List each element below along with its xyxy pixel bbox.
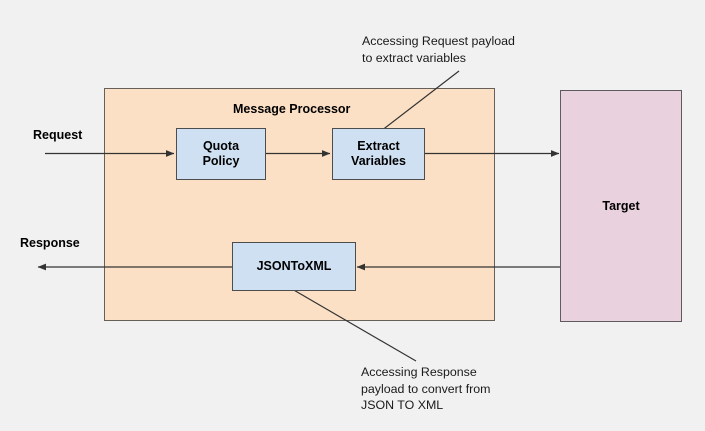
node-target-label: Target xyxy=(602,198,640,213)
node-extract-variables-label-line2: Variables xyxy=(351,154,406,168)
node-quota-policy-label-line1: Quota xyxy=(202,139,240,154)
node-jsontoxml-label: JSONToXML xyxy=(256,259,332,274)
message-processor-title: Message Processor xyxy=(233,102,351,116)
label-request: Request xyxy=(33,128,83,142)
node-jsontoxml[interactable]: JSONToXML xyxy=(232,242,356,291)
node-extract-variables-label-line1: Extract xyxy=(357,139,400,154)
node-target[interactable]: Target xyxy=(560,90,682,322)
node-quota-policy[interactable]: Quota Policy xyxy=(176,128,266,180)
node-extract-variables[interactable]: Extract Variables xyxy=(332,128,425,180)
label-response: Response xyxy=(20,236,80,250)
annotation-request-payload: Accessing Request payload to extract var… xyxy=(362,34,515,65)
node-quota-policy-label-line2: Policy xyxy=(202,154,240,168)
annotation-response-payload: Accessing Response payload to convert fr… xyxy=(361,365,491,412)
